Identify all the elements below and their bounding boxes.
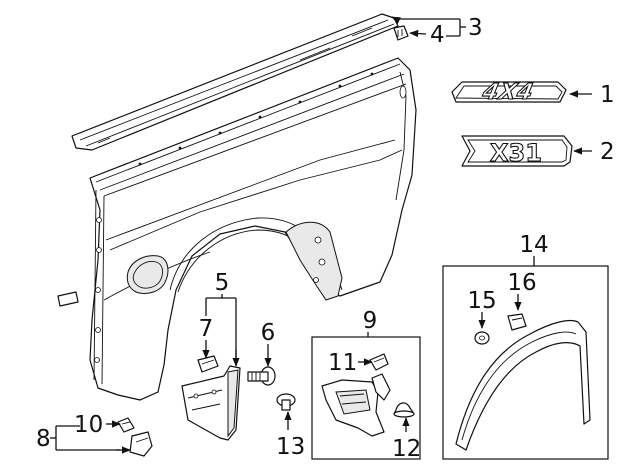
callout-7: 7 [199,316,214,342]
bolt-part-6 [247,366,276,386]
callout-5: 5 [215,270,230,296]
wheel-opening-molding [455,319,591,451]
callout-11: 11 [328,350,357,376]
callout-13: 13 [276,434,305,460]
leader-lines [50,16,592,454]
nut-part-12 [393,402,415,418]
emblem-x31: X31 [461,135,573,168]
callout-9: 9 [363,308,378,334]
clip-part-10 [117,417,135,433]
washer-part-15 [474,331,490,345]
callout-4: 4 [430,22,445,48]
callout-3: 3 [468,15,483,41]
clip-part-7 [197,355,219,373]
bracket-part-8 [129,431,153,457]
clip-part-11 [369,353,389,371]
callout-16: 16 [507,270,536,296]
detail-box-14 [442,265,609,460]
callout-14: 14 [519,232,548,258]
mud-flap [181,365,241,441]
callout-8: 8 [36,426,51,452]
clip-part-4 [393,25,409,41]
emblem-4x4: 4X4 [451,79,567,105]
callout-10: 10 [74,412,103,438]
callout-6: 6 [261,320,276,346]
detail-box-9 [311,336,421,460]
callout-12: 12 [392,436,421,462]
splash-guard [321,373,391,437]
emblem-4x4-text: 4X4 [479,79,536,105]
clip-part-16 [507,313,527,331]
callout-2: 2 [600,139,615,165]
fastener-part-13 [276,393,296,411]
callout-15: 15 [467,288,496,314]
bed-side-panel [57,13,417,401]
callout-1: 1 [600,82,615,108]
emblem-x31-text: X31 [490,139,542,167]
